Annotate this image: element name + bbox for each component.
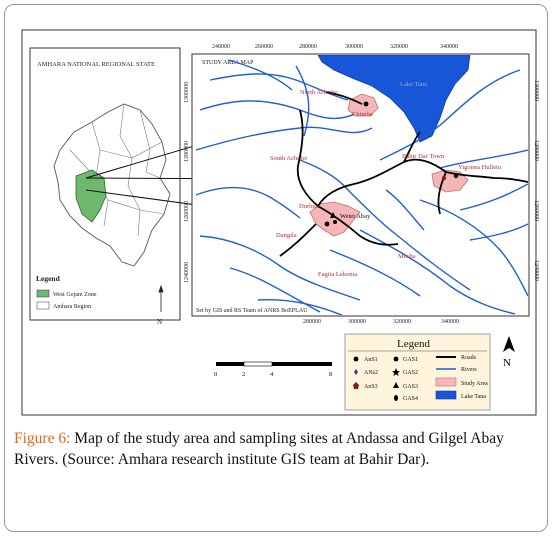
bottom-ticks: 280000 300000 320000 340000 <box>303 319 459 325</box>
left-ticks: 1300000 1280000 1260000 1240000 <box>184 82 190 283</box>
sampling-sites <box>324 101 459 227</box>
place-labels: Lake Tana North Achefer Chimba South Ach… <box>270 81 502 278</box>
label-lake-tana: Lake Tana <box>400 81 427 88</box>
svg-text:GAS3: GAS3 <box>403 384 418 390</box>
svg-text:1260000: 1260000 <box>533 200 539 221</box>
scale-bar: 0 2 4 8 <box>214 361 332 378</box>
caption-text: Map of the study area and sampling sites… <box>14 430 504 468</box>
rivers <box>195 59 528 315</box>
west-gojam-zone <box>75 169 107 223</box>
site-symbol-gas4-icon <box>394 395 398 401</box>
figure-label: Figure 6: <box>14 430 71 447</box>
inset-title: AMHARA NATIONAL REGIONAL STATE <box>37 61 155 68</box>
inset-map: AMHARA NATIONAL REGIONAL STATE Legend We… <box>29 47 181 326</box>
legend-lake-swatch <box>435 390 457 400</box>
site-symbol-gas2-icon <box>392 368 400 376</box>
north-arrow-icon: N <box>503 336 515 369</box>
figure-map: AMHARA NATIONAL REGIONAL STATE Legend We… <box>21 29 539 416</box>
main-map-title: STUDY AREA MAP <box>202 60 254 66</box>
main-map: STUDY AREA MAP 240000 260000 280000 3000… <box>184 44 539 325</box>
legend-swatch-amhara <box>36 301 50 310</box>
inset-legend-title: Legend <box>36 274 61 283</box>
main-map-border <box>191 53 530 317</box>
svg-text:AnS3: AnS3 <box>364 384 378 390</box>
label-wetet-abay: Wetet Abay <box>340 213 371 220</box>
amhara-region-outline <box>53 103 171 267</box>
svg-text:320000: 320000 <box>390 44 408 50</box>
label-bahir-dar: Bahir Dar Town <box>402 153 445 160</box>
svg-text:Lake Tana: Lake Tana <box>461 394 486 400</box>
site-symbol-gas1-icon <box>393 356 399 362</box>
svg-text:1240000: 1240000 <box>184 262 190 283</box>
main-legend: Legend AnS1 ANs2 AnS3 GAS1 GAS2 GAS3 GAS… <box>344 333 491 411</box>
svg-text:GAS2: GAS2 <box>403 370 418 376</box>
svg-text:260000: 260000 <box>255 44 273 50</box>
roads <box>279 91 528 257</box>
svg-text:1240000: 1240000 <box>533 260 539 281</box>
site-symbol-ans2-icon <box>354 369 358 375</box>
legend-label-west-gojam: West Gojam Zone <box>53 292 97 298</box>
site-symbol-ans3-icon <box>353 382 359 389</box>
legend-label-amhara: Amhara Region <box>53 304 91 310</box>
svg-text:300000: 300000 <box>348 319 366 325</box>
svg-text:1280000: 1280000 <box>533 140 539 161</box>
svg-text:280000: 280000 <box>303 319 321 325</box>
legend-title: Legend <box>397 338 430 350</box>
scale-tick-0: 0 <box>214 371 217 378</box>
scale-tick-4: 4 <box>270 371 274 378</box>
svg-text:1300000: 1300000 <box>533 80 539 101</box>
figure-caption: Figure 6: Map of the study area and samp… <box>14 428 539 470</box>
svg-text:ANs2: ANs2 <box>364 370 378 376</box>
label-durbete: Durbete <box>299 203 320 210</box>
svg-text:Study Area: Study Area <box>461 381 488 387</box>
svg-text:1300000: 1300000 <box>184 82 190 103</box>
site-symbol-gas3-icon <box>393 382 399 388</box>
svg-text:Rivers: Rivers <box>461 367 477 373</box>
svg-text:320000: 320000 <box>393 319 411 325</box>
label-yigonna-hulletu: Yigonna Hulletu <box>458 164 502 171</box>
svg-text:1280000: 1280000 <box>184 141 190 162</box>
svg-text:Roads: Roads <box>461 355 477 361</box>
inset-north-letter: N <box>157 318 162 326</box>
svg-text:N: N <box>503 357 511 369</box>
svg-text:340000: 340000 <box>441 319 459 325</box>
label-fagita-lekoma: Fagita Lekoma <box>318 271 357 278</box>
svg-text:GAS4: GAS4 <box>403 396 418 402</box>
svg-text:1260000: 1260000 <box>184 201 190 222</box>
right-ticks: 1300000 1280000 1260000 1240000 <box>533 80 539 281</box>
legend-study-area-swatch <box>435 377 457 387</box>
legend-swatch-west-gojam <box>36 289 50 298</box>
label-north-achefer: North Achefer <box>300 89 338 96</box>
label-chimba: Chimba <box>352 111 373 118</box>
site-symbol-ans1-icon <box>353 356 359 362</box>
scale-tick-2: 2 <box>242 371 245 378</box>
svg-text:340000: 340000 <box>440 44 458 50</box>
top-ticks: 240000 260000 280000 300000 320000 34000… <box>212 44 458 50</box>
label-dangila: Dangila <box>276 232 297 239</box>
svg-text:300000: 300000 <box>345 44 363 50</box>
svg-text:GAS1: GAS1 <box>403 357 418 363</box>
inset-north-arrow-icon <box>158 284 164 312</box>
svg-text:280000: 280000 <box>299 44 317 50</box>
label-south-achefer: South Achefer <box>270 155 308 162</box>
map-credit: Set by GIS and RS Team of ANRS BoEPLAU <box>196 307 308 314</box>
scale-tick-8: 8 <box>329 371 332 378</box>
label-mecha: Mecha <box>398 253 416 260</box>
svg-text:AnS1: AnS1 <box>364 357 378 363</box>
svg-text:240000: 240000 <box>212 44 230 50</box>
